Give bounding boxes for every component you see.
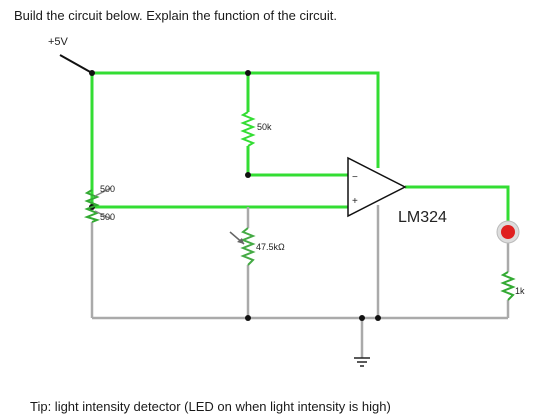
page-title: Build the circuit below. Explain the fun… bbox=[14, 8, 338, 23]
ldr-resistor bbox=[83, 189, 101, 223]
opamp-symbol bbox=[347, 156, 407, 218]
resistor-50k-label: 50k bbox=[257, 122, 272, 132]
supply-lead bbox=[59, 54, 93, 74]
ground-wires bbox=[90, 205, 510, 358]
junction-dot-top-left bbox=[89, 70, 95, 76]
ldr-label-top: 500 bbox=[100, 184, 115, 194]
opamp-plus-pin: + bbox=[352, 196, 358, 207]
ldr-arrow-top bbox=[94, 187, 112, 197]
potentiometer bbox=[240, 227, 256, 266]
junction-dot-opamp-ground bbox=[375, 315, 381, 321]
resistor-1k-label: 1k bbox=[515, 286, 525, 296]
supply-label: +5V bbox=[48, 36, 69, 48]
junction-dots bbox=[89, 70, 381, 321]
junction-dot-pot-ground bbox=[245, 315, 251, 321]
led-icon bbox=[501, 225, 515, 239]
tip-text: Tip: light intensity detector (LED on wh… bbox=[30, 399, 391, 414]
pot-arrow-head bbox=[237, 238, 244, 244]
junction-dot-top-mid bbox=[245, 70, 251, 76]
ldr-label-bottom: 500 bbox=[100, 212, 115, 222]
opamp-label: LM324 bbox=[398, 209, 447, 226]
ground-icon bbox=[354, 357, 370, 367]
ldr-arrow-bottom bbox=[94, 210, 112, 220]
live-wires bbox=[90, 71, 510, 230]
pot-label: 47.5kΩ bbox=[256, 242, 285, 252]
top-rail-wire bbox=[92, 71, 380, 168]
resistor-1k bbox=[500, 271, 516, 301]
junction-dot-minus bbox=[245, 172, 251, 178]
junction-dot-ground bbox=[359, 315, 365, 321]
opamp-minus-pin: − bbox=[352, 172, 358, 183]
output-wire bbox=[405, 185, 510, 230]
resistor-50k bbox=[240, 111, 256, 147]
